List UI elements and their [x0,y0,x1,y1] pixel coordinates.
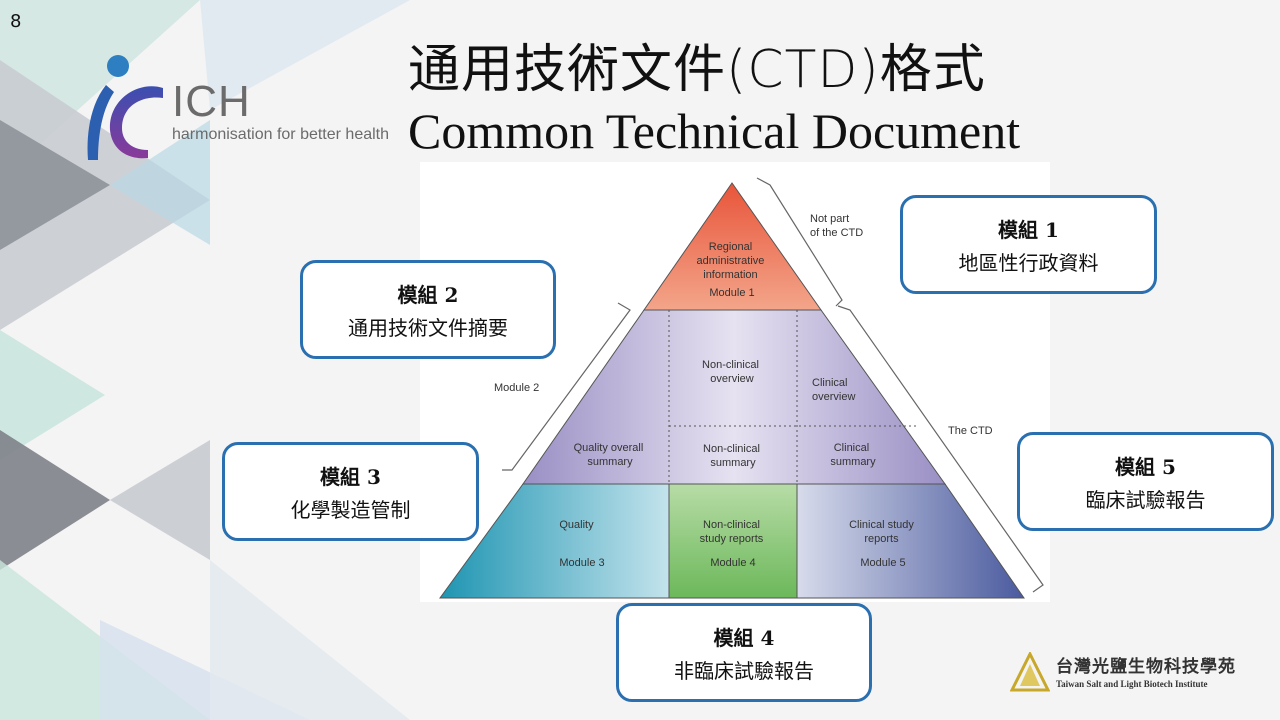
clr-line-2: reports [864,533,899,545]
module1-title: 模組 1 [998,218,1059,242]
ncr-line-2: study reports [700,533,764,545]
svg-text:Non-clinical overview: Non-clinical overview [702,359,762,385]
module5-box: 模組 5 臨床試驗報告 [1017,432,1274,531]
svg-text:Clinical summary: Clinical summary [830,442,876,468]
module1-desc: 地區性行政資料 [958,251,1099,275]
quality-line-2: Module 3 [559,557,604,569]
module5-desc: 臨床試驗報告 [1085,488,1206,512]
module2-title: 模組 2 [397,283,459,307]
not-part-line-1: Not part [810,213,849,225]
the-ctd-bracket [837,305,1044,593]
module3-title: 模組 3 [320,465,381,489]
top-line-2: administrative [697,255,765,267]
page-title: 通用技術文件(CTD)格式 Common Technical Document [408,44,1020,156]
module3-desc: 化學製造管制 [290,498,411,522]
title-zh: 通用技術文件(CTD)格式 [408,40,986,100]
module3-box: 模組 3 化學製造管制 [222,442,479,541]
nonclinical-reports-section [668,483,798,599]
ncov-line-1: Non-clinical [702,359,759,371]
clr-line-3: Module 5 [860,557,905,569]
clr-line-1: Clinical study [849,519,914,531]
clov-line-1: Clinical [812,377,847,389]
institute-name-zh: 台灣光鹽生物科技學苑 [1056,657,1236,677]
not-part-bracket [756,177,843,307]
top-line-4: Module 1 [709,287,754,299]
not-part-line-2: of the CTD [810,227,863,239]
clinical-reports-section [796,483,1025,599]
cls-line-2: summary [830,456,876,468]
module2-bracket [502,302,631,471]
qos-line-1: Quality overall [574,442,644,454]
institute-name-en: Taiwan Salt and Light Biotech Institute [1056,679,1208,689]
svg-text:Quality overall summary: Quality overall summary [574,442,647,468]
ncov-line-2: overview [710,373,753,385]
svg-text:Not part of the CTD: Not part of the CTD [810,213,863,239]
logo-text: ICH harmonisation for better health [172,80,389,144]
title-en: Common Technical Document [408,103,1021,159]
svg-text:Non-clinical summary: Non-clinical summary [703,443,763,469]
slide-number: 8 [10,11,22,32]
module4-box: 模組 4 非臨床試驗報告 [616,603,872,702]
ncr-line-1: Non-clinical [703,519,760,531]
qos-line-2: summary [587,456,633,468]
cls-line-1: Clinical [834,442,869,454]
module2-box: 模組 2 通用技術文件摘要 [300,260,556,359]
module2-label: Module 2 [494,382,539,394]
module4-desc: 非臨床試驗報告 [674,659,814,683]
quality-line-1: Quality [559,519,594,531]
ncr-line-3: Module 4 [710,557,755,569]
ich-logo-icon [87,55,163,160]
svg-text:Clinical study reports: Clinical study reports Module 5 [849,519,917,569]
module1-box: 模組 1 地區性行政資料 [900,195,1157,294]
clov-line-2: overview [812,391,855,403]
module2-desc: 通用技術文件摘要 [348,316,508,340]
top-line-3: information [703,269,757,281]
svg-text:Non-clinical study reports: Non-clinical study reports Module 4 [700,519,767,569]
module4-title: 模組 4 [713,626,775,650]
module5-title: 模組 5 [1115,455,1176,479]
the-ctd-label: The CTD [948,425,993,437]
institute-emblem-icon [1010,652,1050,692]
svg-text:Regional administrative: Regional administrative information Modu… [697,241,768,299]
svg-text:Clinical overview: Clinical overview [812,377,855,403]
ncs-line-1: Non-clinical [703,443,760,455]
logo-tagline: harmonisation for better health [172,126,390,143]
logo-name: ICH [172,77,251,126]
svg-text:Quality Module 3: Quality Module 3 [559,519,604,569]
ncs-line-2: summary [710,457,756,469]
top-line-1: Regional [709,241,752,253]
